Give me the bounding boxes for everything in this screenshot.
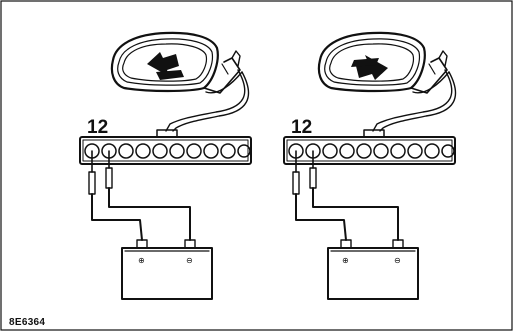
battery-terminal-negative-left: ⊖ <box>186 256 193 265</box>
mirror-harness-right <box>372 69 453 132</box>
panel-left: 12 ⊕ ⊖ <box>79 31 252 300</box>
battery-right <box>327 239 419 300</box>
panel-right: 12 ⊕ ⊖ <box>283 31 457 300</box>
pin-label-left: 12 <box>87 117 108 138</box>
connector-right <box>283 129 456 165</box>
arrow-right-icon <box>351 55 388 80</box>
lead-negative-right <box>312 187 399 241</box>
battery-terminal-negative-right: ⊖ <box>394 256 401 265</box>
mirror-assembly-right <box>317 31 450 94</box>
lead-positive-left <box>91 193 143 241</box>
pin-label-right: 12 <box>291 117 312 138</box>
mirror-harness-left <box>165 69 246 132</box>
lead-positive-right <box>295 193 347 241</box>
arrow-left-icon <box>147 52 184 80</box>
lead-negative-left <box>108 187 191 241</box>
connector-left <box>79 129 252 165</box>
mirror-assembly-left <box>110 31 243 94</box>
figure-id: 8E6364 <box>9 317 45 328</box>
battery-terminal-positive-right: ⊕ <box>342 256 349 265</box>
battery-left <box>121 239 213 300</box>
battery-terminal-positive-left: ⊕ <box>138 256 145 265</box>
